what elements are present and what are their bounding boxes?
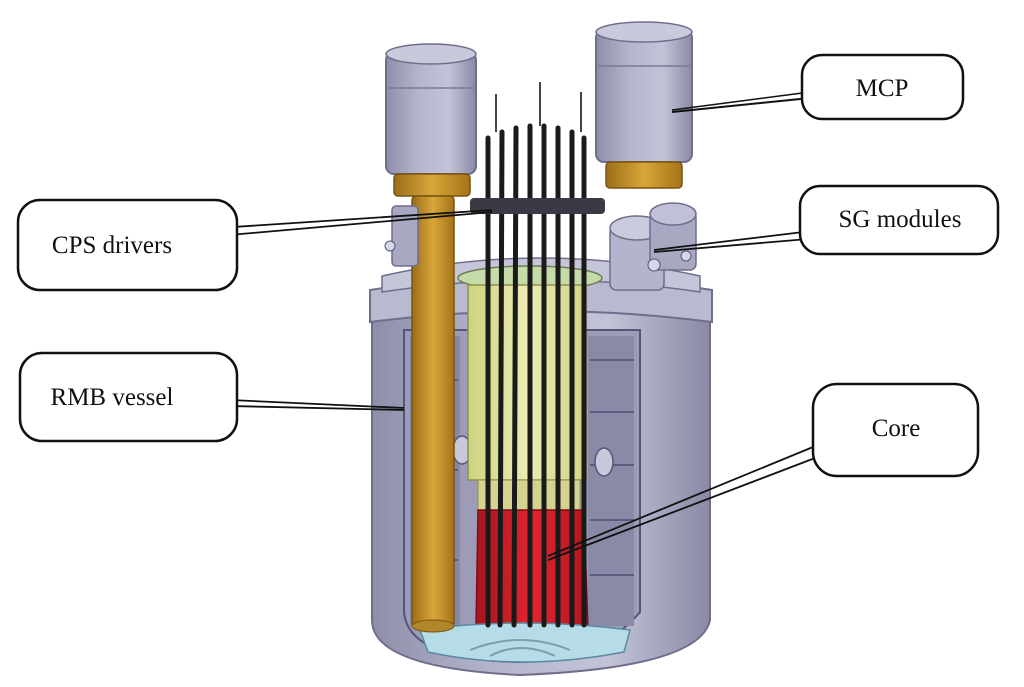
mcp-left — [385, 43, 477, 197]
label-cps-drivers: CPS drivers — [52, 232, 172, 259]
rod-tips — [495, 82, 582, 132]
callout-sg-modules: SG modules — [653, 184, 1000, 256]
label-core: Core — [872, 415, 921, 442]
mcp-right — [595, 21, 693, 189]
mcp-right-top — [595, 21, 693, 43]
inner-wall-right — [588, 336, 634, 626]
callouts: MCP CPS drivers SG modules RMB vessel Co… — [16, 53, 1000, 561]
mcp-left-housing — [385, 51, 477, 175]
mcp-left-top — [385, 43, 477, 65]
label-rmb-vessel: RMB vessel — [51, 384, 174, 411]
mcp-right-coupling — [605, 161, 683, 189]
cps-driver-mount — [470, 198, 605, 214]
label-sg-modules: SG modules — [839, 206, 962, 233]
callout-core: Core — [547, 382, 980, 561]
downcomer-pipe-end — [411, 619, 455, 633]
label-mcp: MCP — [856, 75, 909, 102]
sg-modules — [609, 202, 697, 291]
mcp-right-housing — [595, 29, 693, 163]
callout-rmb-vessel: RMB vessel — [18, 351, 405, 443]
side-nozzle-right — [594, 447, 614, 477]
callout-cps-drivers: CPS drivers — [16, 198, 493, 292]
bottom-blades — [469, 639, 571, 657]
callout-mcp: MCP — [671, 53, 965, 121]
mcp-left-coupling — [393, 173, 471, 197]
